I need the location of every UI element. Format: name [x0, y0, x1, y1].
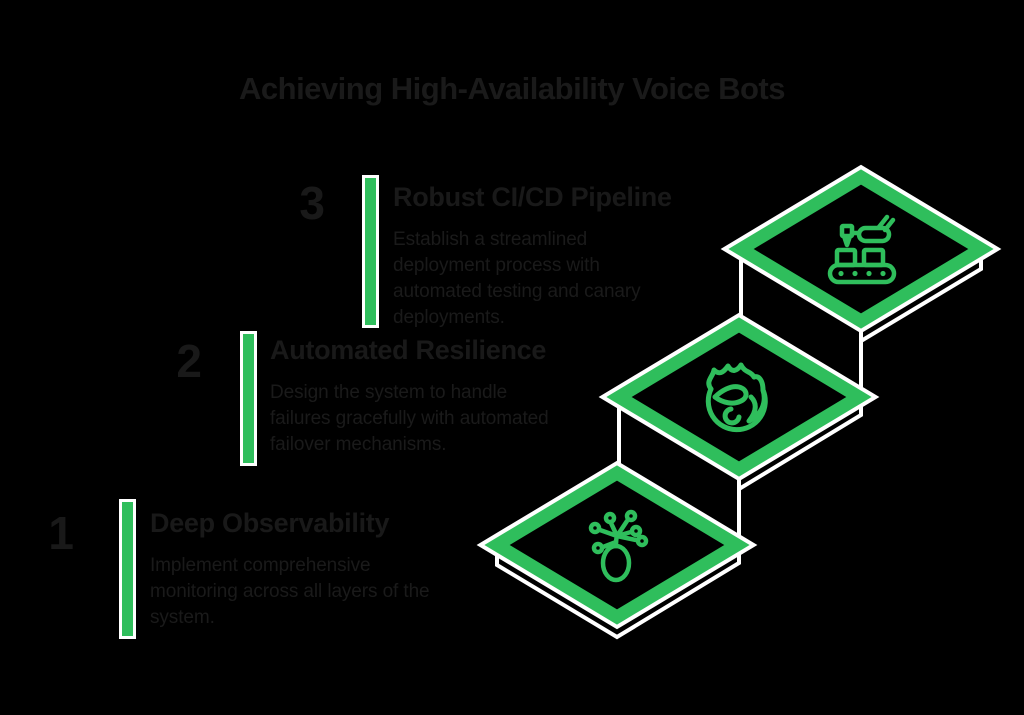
step-number-3: 3	[299, 177, 325, 229]
step-heading-2: Automated Resilience	[270, 335, 547, 365]
step-accent-bar-2	[240, 331, 257, 466]
step-description-2: Design the system to handle failures gra…	[270, 382, 549, 456]
firefox-resilience-icon	[705, 362, 768, 433]
step-block-1: Deep Observability Implement comprehensi…	[150, 509, 480, 631]
step-block-3: Robust CI/CD Pipeline Establish a stream…	[393, 183, 693, 331]
step-description-1: Implement comprehensive monitoring acros…	[150, 555, 430, 629]
robot-conveyor-icon	[827, 214, 897, 285]
page-title: Achieving High-Availability Voice Bots	[239, 71, 786, 106]
step-description-3: Establish a streamlined deployment proce…	[393, 229, 641, 329]
step-block-2: Automated Resilience Design the system t…	[270, 336, 600, 458]
step-heading-3: Robust CI/CD Pipeline	[393, 182, 672, 212]
step-accent-bar-3	[362, 175, 379, 328]
step-top-face-2	[598, 312, 880, 482]
step-accent-bar-1	[119, 499, 136, 639]
observability-network-icon	[588, 509, 649, 583]
step-heading-1: Deep Observability	[150, 508, 390, 538]
step-top-face-3	[720, 164, 1002, 334]
step-number-2: 2	[176, 335, 202, 387]
step-number-1: 1	[48, 507, 74, 559]
